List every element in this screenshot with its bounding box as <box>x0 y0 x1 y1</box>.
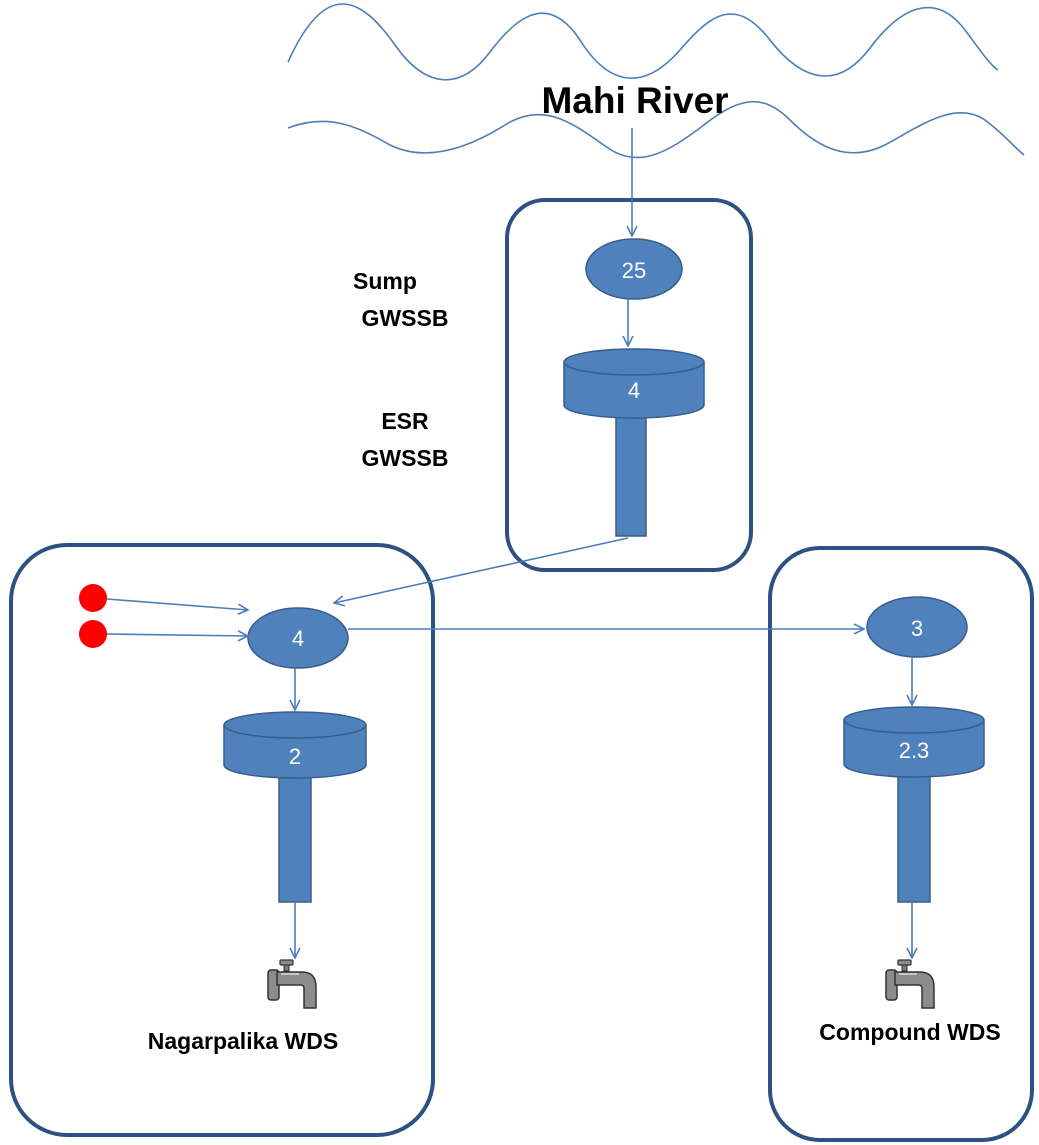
source-dot-2 <box>79 620 107 648</box>
nagarpalika-esr-value: 2 <box>289 744 301 769</box>
nagarpalika-sump-value: 4 <box>292 626 304 651</box>
compound-components: 3 2.3 Compound WDS <box>819 596 1001 1045</box>
gwssb-esr-tank <box>563 361 705 419</box>
gwssb-sump <box>585 238 683 300</box>
water-tap-icon <box>267 959 317 1009</box>
nagarpalika-components: 4 2 Nagarpalika WDS <box>79 584 367 1054</box>
nagarpalika-box <box>9 543 435 1137</box>
gwssb-components: 25 4 <box>563 238 705 537</box>
arrow-source1-to-sump <box>106 598 248 610</box>
side-labels: Sump GWSSB ESR GWSSB <box>353 268 448 471</box>
compound-esr-value: 2.3 <box>899 738 930 763</box>
gwssb-box <box>505 198 753 572</box>
flow-arrows <box>106 128 912 958</box>
compound-sump-value: 3 <box>911 616 923 641</box>
river-label: Mahi River <box>541 80 728 121</box>
sump-label-line2: GWSSB <box>362 305 449 331</box>
river-wave-bottom <box>287 101 1025 159</box>
sump-label-line1: Sump <box>353 268 417 294</box>
compound-esr-column <box>897 769 931 903</box>
source-dot-1 <box>79 584 107 612</box>
gwssb-esr-column <box>615 407 647 537</box>
arrow-source2-to-sump <box>106 634 248 636</box>
nagarpalika-esr-tank <box>223 724 367 779</box>
river-wave-top <box>287 3 999 81</box>
nagarpalika-label: Nagarpalika WDS <box>148 1028 338 1054</box>
compound-label: Compound WDS <box>819 1019 1000 1045</box>
arrow-esr-to-nagarpalika <box>334 537 629 603</box>
water-tap-icon <box>885 959 935 1009</box>
compound-esr-tank <box>843 719 985 778</box>
gwssb-esr-value: 4 <box>628 378 640 403</box>
nagarpalika-esr-column <box>278 769 312 903</box>
esr-label-line1: ESR <box>381 408 429 434</box>
compound-box <box>768 546 1034 1142</box>
river-waves: Mahi River <box>287 3 1025 159</box>
esr-label-line2: GWSSB <box>362 445 449 471</box>
compound-sump <box>866 596 968 658</box>
gwssb-sump-value: 25 <box>622 258 646 283</box>
